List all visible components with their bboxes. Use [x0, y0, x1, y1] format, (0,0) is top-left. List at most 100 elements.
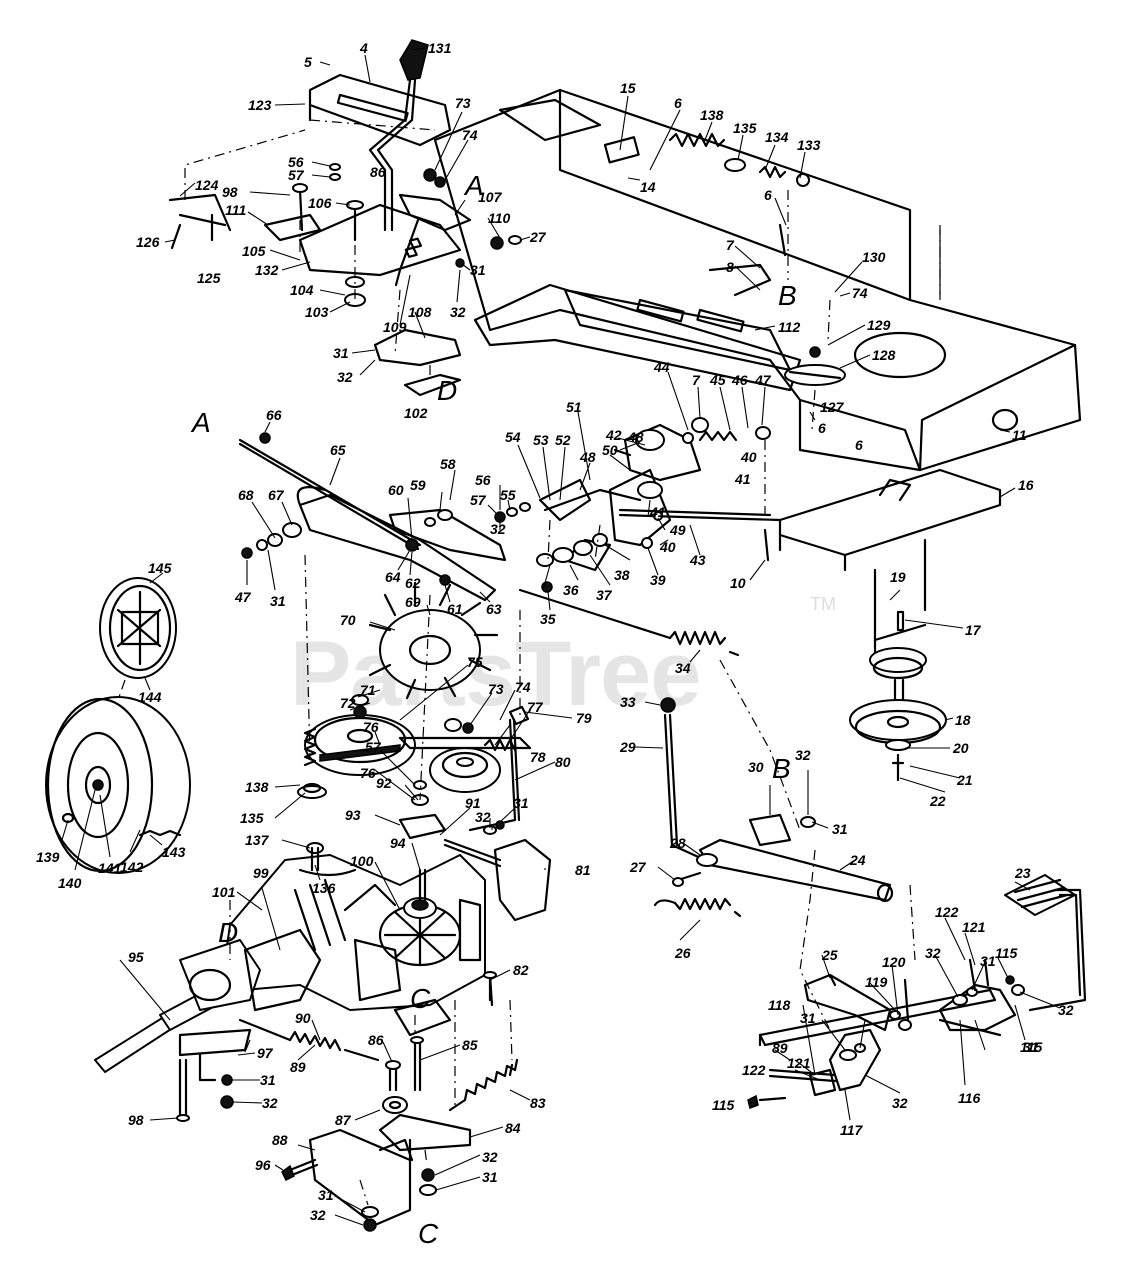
callout-115-brake: 115 [712, 1097, 735, 1113]
callout-50: 50 [602, 442, 618, 458]
callout-6-frame: 6 [764, 187, 772, 203]
callout-127: 127 [820, 399, 845, 415]
spring-83 [448, 1058, 519, 1112]
callout-31-bracket: 31 [333, 345, 349, 361]
linkage-124-126 [168, 193, 232, 250]
callout-30: 30 [748, 759, 764, 775]
callout-82: 82 [513, 962, 529, 978]
callout-58: 58 [440, 456, 456, 472]
callout-142: 142 [120, 859, 144, 875]
callout-104: 104 [290, 282, 314, 298]
callout-70: 70 [340, 612, 356, 628]
axle-95 [94, 928, 322, 1073]
callout-75: 75 [467, 654, 483, 670]
callout-4: 4 [359, 40, 368, 56]
callout-110: 110 [488, 210, 511, 226]
callout-18: 18 [955, 712, 971, 728]
callout-56: 56 [288, 154, 304, 170]
callout-31-lever: 31 [832, 821, 848, 837]
callout-111: 111 [225, 202, 246, 218]
callout-40-lower: 40 [659, 539, 676, 555]
callout-122: 122 [935, 904, 959, 920]
callout-116: 116 [958, 1090, 981, 1106]
callout-118: 118 [768, 997, 791, 1013]
ref-letter-d-top: D [437, 375, 457, 406]
ref-letter-a-left: A [190, 407, 211, 438]
callout-numbers: 5 4 131 123 73 74 15 6 138 135 134 133 5… [36, 40, 1074, 1223]
callout-56-arm: 56 [475, 472, 491, 488]
callout-6-pin: 6 [818, 420, 826, 436]
callout-123: 123 [248, 97, 272, 113]
callout-106: 106 [308, 195, 332, 211]
callout-32-bracket-right: 32 [1058, 1002, 1074, 1018]
shift-rod [368, 78, 417, 232]
callout-39: 39 [650, 572, 666, 588]
callout-5: 5 [304, 54, 312, 70]
ref-letter-c-mid: C [410, 983, 431, 1014]
ref-letter-c-bottom: C [418, 1218, 439, 1249]
spring-138-top [603, 132, 810, 257]
callout-136: 136 [312, 880, 336, 896]
callout-119: 119 [865, 974, 888, 990]
callout-77: 77 [527, 699, 544, 715]
callout-63: 63 [486, 601, 502, 617]
callout-90: 90 [295, 1010, 311, 1026]
callout-124: 124 [195, 177, 219, 193]
callout-44: 44 [653, 359, 670, 375]
callout-31-axle: 31 [260, 1072, 276, 1088]
brake-pedal-23 [1004, 874, 1087, 1012]
reference-letters: A A B B C C D D [190, 170, 797, 1249]
callout-23: 23 [1014, 865, 1031, 881]
nuts-73-74 [423, 168, 522, 268]
callout-98-axle: 98 [128, 1112, 144, 1128]
callout-129: 129 [867, 317, 891, 333]
shift-plate-4 [308, 73, 452, 147]
callout-26: 26 [674, 945, 691, 961]
brake-shaft-116 [758, 988, 997, 1047]
callout-100: 100 [350, 853, 374, 869]
callout-31-plate: 31 [482, 1169, 498, 1185]
callout-126: 126 [136, 234, 160, 250]
callout-141: 141 [98, 860, 122, 876]
callout-83: 83 [530, 1095, 546, 1111]
brake-bracket-115 [938, 958, 1025, 1037]
callout-32-bottom: 32 [310, 1207, 326, 1223]
callout-73: 73 [455, 95, 471, 111]
plate-84 [378, 1096, 472, 1152]
callout-97: 97 [257, 1045, 274, 1061]
callout-91: 91 [465, 795, 481, 811]
callout-108: 108 [408, 304, 432, 320]
callout-15: 15 [620, 80, 636, 96]
callout-11: 11 [1012, 427, 1027, 443]
washers-left [292, 163, 366, 307]
ref-letter-a-top: A [463, 170, 484, 201]
callout-35: 35 [540, 611, 556, 627]
callout-64: 64 [385, 569, 401, 585]
callout-69: 69 [405, 594, 421, 610]
callout-32-plate: 32 [482, 1149, 498, 1165]
callout-24: 24 [849, 852, 866, 868]
callout-8: 8 [726, 259, 734, 275]
lever-24 [672, 813, 894, 903]
callout-71: 71 [360, 682, 376, 698]
callout-32-axle: 32 [262, 1095, 278, 1111]
callout-32-lever: 32 [795, 747, 811, 763]
callout-6-side: 6 [855, 437, 863, 453]
callout-31-bottom: 31 [318, 1187, 334, 1203]
callout-47-link: 47 [234, 589, 252, 605]
callout-85: 85 [462, 1037, 478, 1053]
callout-138-trans: 138 [245, 779, 269, 795]
callout-93: 93 [345, 807, 361, 823]
callout-107: 107 [478, 189, 503, 205]
callout-22: 22 [929, 793, 946, 809]
callout-55: 55 [500, 487, 516, 503]
bolt-85-86 [385, 971, 497, 1092]
callout-54: 54 [505, 429, 521, 445]
bracket-108 [373, 328, 462, 367]
spring-109 [394, 218, 423, 287]
callout-138: 138 [700, 107, 724, 123]
idler-pulley-78 [429, 747, 501, 793]
callout-78: 78 [530, 749, 546, 765]
callout-31-bracket-right: 31 [1023, 1039, 1039, 1055]
